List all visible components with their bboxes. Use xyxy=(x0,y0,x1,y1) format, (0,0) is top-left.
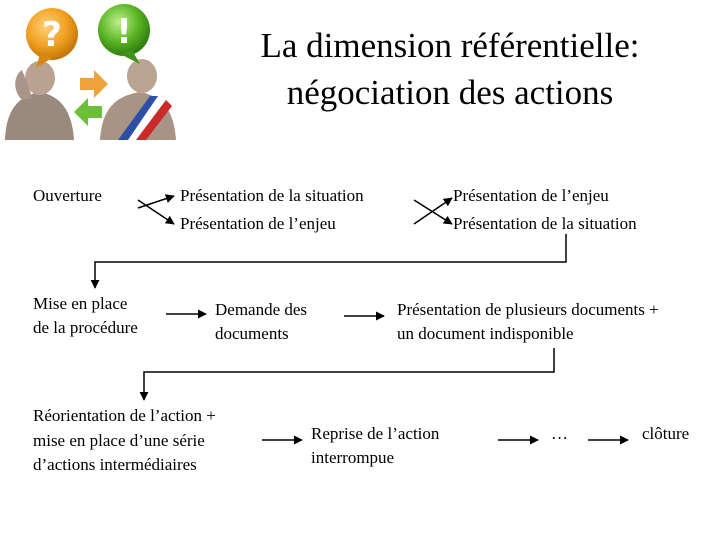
arrow-ouverture-situation xyxy=(137,194,175,209)
node-reprise-line-1: Reprise de l’action xyxy=(311,424,440,443)
node-demande-line-1: Demande des xyxy=(215,300,308,319)
node-mise-en-place-line-1: Mise en place xyxy=(33,294,128,313)
node-mise-en-place-line-2: de la procédure xyxy=(33,318,138,337)
elbow-row2-row3 xyxy=(139,348,555,401)
arrow-cross-up xyxy=(413,197,453,225)
title-line-2: négociation des actions xyxy=(286,73,614,112)
node-plusieurs-documents-line-1: Présentation de plusieurs documents + xyxy=(397,300,659,319)
negotiation-logo: ? ! xyxy=(5,4,176,140)
node-reorientation-line-2: mise en place d’une série xyxy=(33,431,205,450)
left-person-icon xyxy=(5,61,74,140)
node-presentation-enjeu-2: Présentation de l’enjeu xyxy=(453,186,609,205)
node-ellipsis: … xyxy=(551,424,568,443)
svg-text:!: ! xyxy=(116,12,132,52)
node-plusieurs-documents-line-2: un document indisponible xyxy=(397,324,574,343)
node-reorientation-line-3: d’actions intermédiaires xyxy=(33,455,197,474)
node-presentation-enjeu: Présentation de l’enjeu xyxy=(180,214,336,233)
arrow-ouverture-enjeu xyxy=(137,199,175,225)
node-presentation-situation-2: Présentation de la situation xyxy=(453,214,637,233)
exclamation-bubble-icon: ! xyxy=(98,4,150,64)
node-reorientation-line-1: Réorientation de l’action + xyxy=(33,406,216,425)
title-line-1: La dimension référentielle: xyxy=(260,26,640,65)
arrow-cross-down xyxy=(413,199,453,225)
node-cloture: clôture xyxy=(642,424,690,443)
node-demande-line-2: documents xyxy=(215,324,289,343)
svg-text:?: ? xyxy=(42,15,62,55)
node-ouverture: Ouverture xyxy=(33,186,102,205)
node-reprise-line-2: interrompue xyxy=(311,448,395,467)
exchange-arrows-icon xyxy=(74,70,108,126)
elbow-row1-row2 xyxy=(90,234,567,289)
node-presentation-situation: Présentation de la situation xyxy=(180,186,364,205)
question-bubble-icon: ? xyxy=(26,8,78,68)
right-person-icon xyxy=(100,59,176,140)
slide-title: La dimension référentielle: négociation … xyxy=(200,22,700,116)
